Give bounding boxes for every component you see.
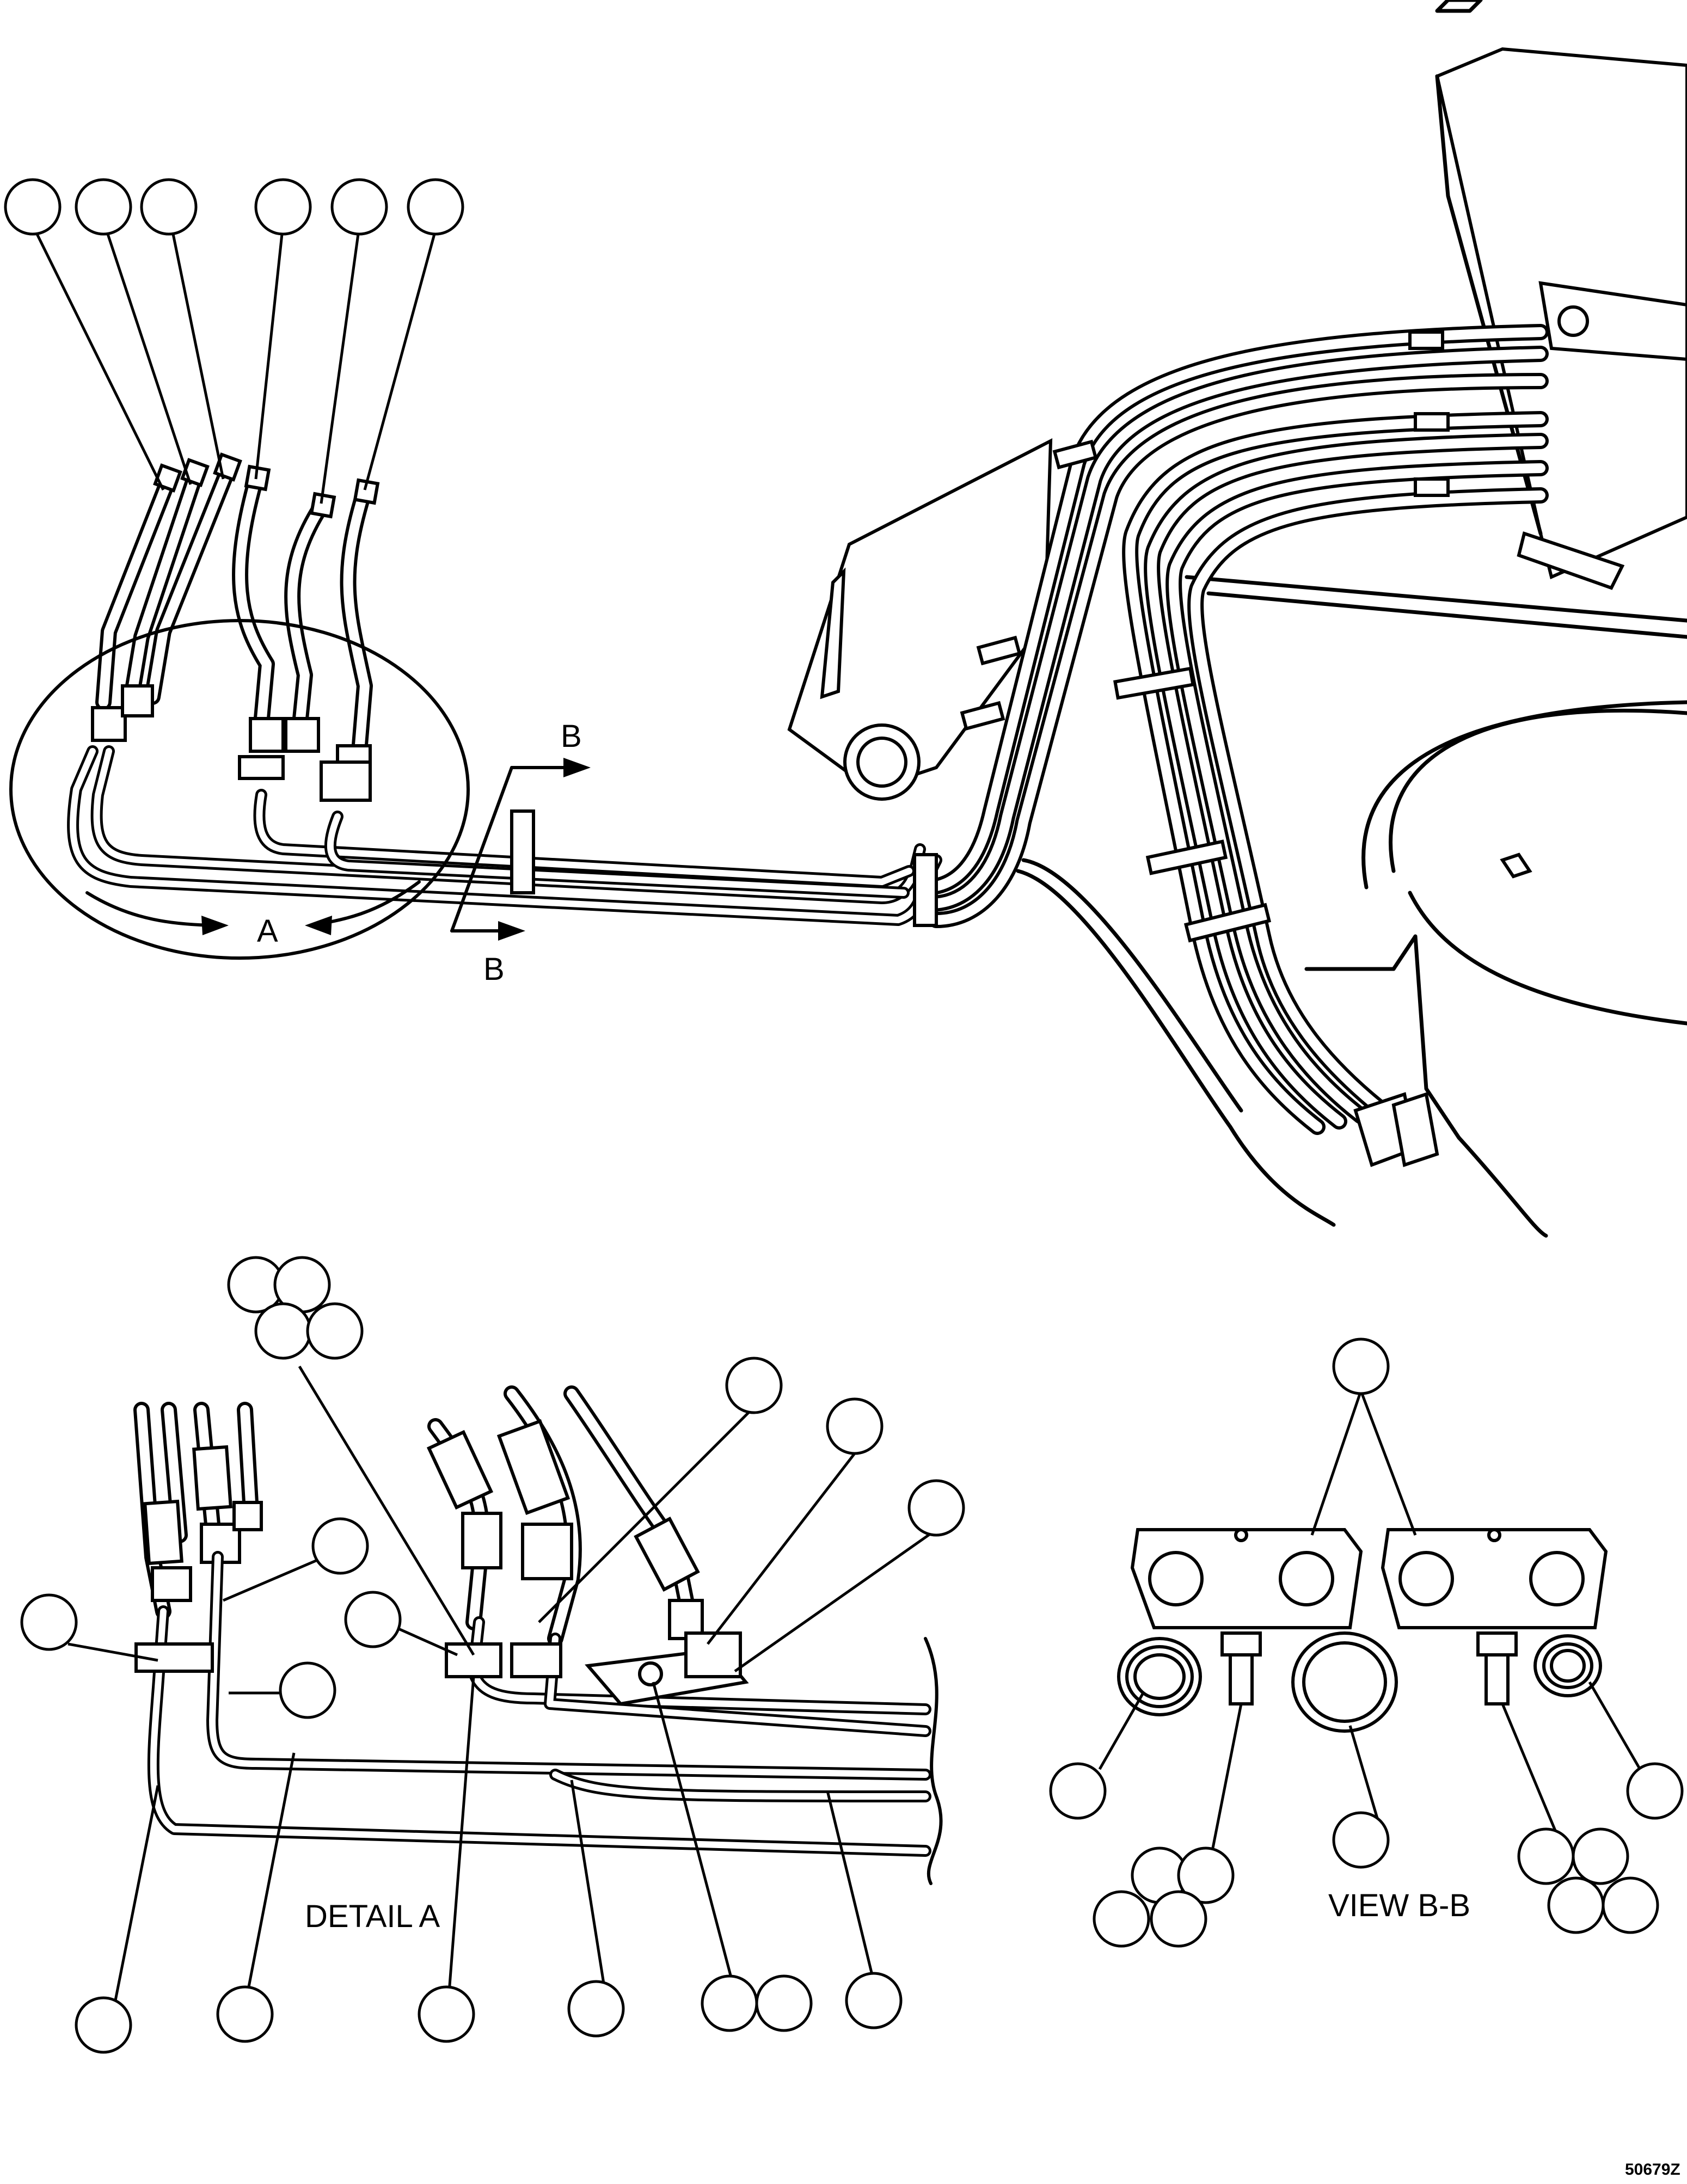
top-balloons — [4, 178, 464, 504]
callout-balloon — [826, 1397, 884, 1455]
callout-balloon — [418, 1985, 475, 2043]
callout-balloon — [311, 1517, 369, 1575]
callout-balloon — [701, 1974, 758, 2032]
callout-balloon — [845, 1972, 903, 2029]
callout-balloon — [907, 1479, 965, 1537]
callout-balloon — [407, 178, 464, 236]
view-bb-title: VIEW B-B — [1328, 1888, 1470, 1923]
callout-balloon — [330, 178, 388, 236]
callout-balloon — [4, 178, 62, 236]
callout-balloon — [725, 1357, 783, 1414]
callout-balloon — [20, 1593, 78, 1651]
section-b-top-label: B — [561, 719, 582, 754]
drawing-reference-number: 50679Z — [1625, 2161, 1680, 2179]
callout-balloon — [1626, 1762, 1684, 1820]
callout-balloon — [140, 178, 198, 236]
callout-balloon — [1049, 1762, 1107, 1820]
tube-run — [67, 745, 942, 927]
section-b-bottom-label: B — [483, 952, 505, 987]
callout-balloon — [755, 1974, 813, 2032]
machine-body — [1016, 0, 1687, 1238]
hose-bundle-upper — [917, 324, 1549, 1167]
detail-a-view: DETAIL A — [20, 1256, 965, 2054]
callout-balloon — [1602, 1876, 1659, 1934]
callout-balloon — [1332, 1811, 1390, 1869]
callout-balloon — [1547, 1876, 1605, 1934]
callout-balloon — [344, 1591, 402, 1648]
callout-balloon — [254, 1302, 312, 1360]
callout-balloon — [216, 1985, 274, 2043]
callout-balloon — [567, 1980, 625, 2038]
detail-a-callout: A — [9, 619, 470, 960]
callout-balloon — [1332, 1338, 1390, 1395]
callout-balloon — [1150, 1890, 1207, 1948]
callout-balloon — [75, 1996, 132, 2054]
callout-balloon — [306, 1302, 364, 1360]
boom-plate — [787, 438, 1053, 801]
callout-balloon — [1177, 1846, 1235, 1904]
callout-balloon — [254, 178, 312, 236]
section-bb-cut: B B — [450, 719, 591, 987]
rising-hoses — [91, 452, 380, 802]
callout-balloon — [1572, 1827, 1629, 1885]
view-bb: VIEW B-B — [1049, 1338, 1684, 1948]
callout-balloon — [1093, 1890, 1150, 1948]
callout-balloon — [75, 178, 132, 236]
callout-balloon — [1517, 1827, 1575, 1885]
detail-a-title: DETAIL A — [305, 1899, 440, 1934]
main-assembly-view: A B B — [4, 0, 1687, 1238]
callout-balloon — [279, 1661, 336, 1719]
section-a-label: A — [257, 913, 278, 949]
